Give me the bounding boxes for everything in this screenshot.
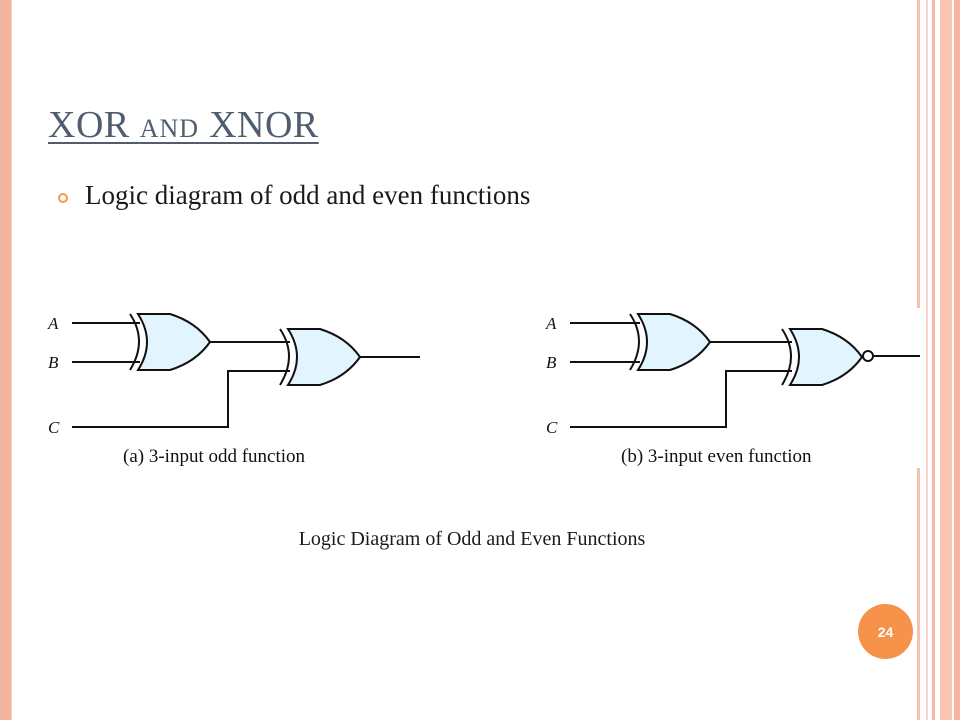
bullet-circle-icon (58, 192, 68, 203)
xor-gate-1 (636, 313, 712, 371)
xnor-gate (788, 328, 864, 386)
xnor-gate-back-arc (781, 328, 792, 386)
input-label-a: A (545, 314, 557, 333)
xor-gate-2-back-arc (279, 328, 290, 386)
wire-c (72, 370, 290, 428)
wire-c (570, 370, 792, 428)
title-part-xnor: XNOR (199, 104, 319, 146)
input-label-c: C (48, 418, 60, 437)
diagram-odd-function (72, 313, 420, 428)
page-number-badge: 24 (858, 604, 913, 659)
left-border-bar (0, 0, 11, 720)
xor-gate-1-back-arc (629, 313, 640, 371)
diagram-label-odd: (a) 3-input odd function (123, 446, 306, 467)
left-border-line (11, 0, 12, 720)
bullet-text: Logic diagram of odd and even functions (85, 180, 531, 210)
right-border-stripe (940, 0, 952, 720)
title-part-and: AND (139, 114, 200, 143)
xor-gate-1-back-arc (129, 313, 140, 371)
right-border-gap (915, 308, 923, 468)
inversion-bubble (862, 350, 874, 362)
figure-caption: Logic Diagram of Odd and Even Functions (298, 528, 646, 550)
input-label-b: B (48, 353, 59, 372)
xor-gate-1 (136, 313, 212, 371)
right-border-stripe (932, 0, 935, 720)
diagram-even-function (570, 313, 920, 428)
diagram-label-even: (b) 3-input even function (621, 446, 812, 467)
slide-title: XOR AND XNOR (48, 103, 319, 147)
input-label-c: C (546, 418, 558, 437)
right-border-stripe (926, 0, 928, 720)
bullet-item: Logic diagram of odd and even functions (58, 180, 530, 211)
xor-gate-2 (286, 328, 362, 386)
input-label-b: B (546, 353, 557, 372)
input-label-a: A (47, 314, 59, 333)
title-part-xor: XOR (48, 104, 140, 146)
right-border-stripe (954, 0, 960, 720)
